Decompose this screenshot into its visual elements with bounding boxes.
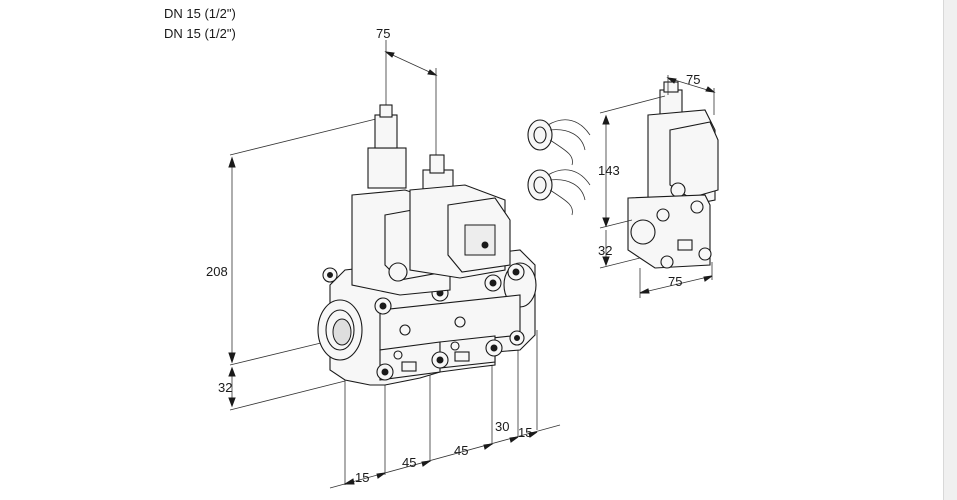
plug-connectors [527, 119, 591, 216]
dim-45-b: 45 [454, 443, 468, 458]
dim-75-top: 75 [376, 26, 390, 41]
dimension-labels: 75 208 32 15 45 45 30 15 75 143 32 75 [206, 26, 700, 485]
valve-assembly-main [317, 104, 537, 386]
dim-side-75-bottom: 75 [668, 274, 682, 289]
dimension-lines-main [228, 40, 561, 489]
size-label-2: DN 15 (1/2") [164, 26, 236, 41]
dim-32: 32 [218, 380, 232, 395]
dim-30: 30 [495, 419, 509, 434]
size-label-1: DN 15 (1/2") [164, 6, 236, 21]
dim-side-75-top: 75 [686, 72, 700, 87]
dim-side-32: 32 [598, 243, 612, 258]
dim-45-a: 45 [402, 455, 416, 470]
scrollbar-track[interactable] [943, 0, 957, 500]
dim-side-143: 143 [598, 163, 620, 178]
valve-side-view [599, 75, 719, 298]
dim-208: 208 [206, 264, 228, 279]
dim-15-right: 15 [518, 425, 532, 440]
dim-15-left: 15 [355, 470, 369, 485]
